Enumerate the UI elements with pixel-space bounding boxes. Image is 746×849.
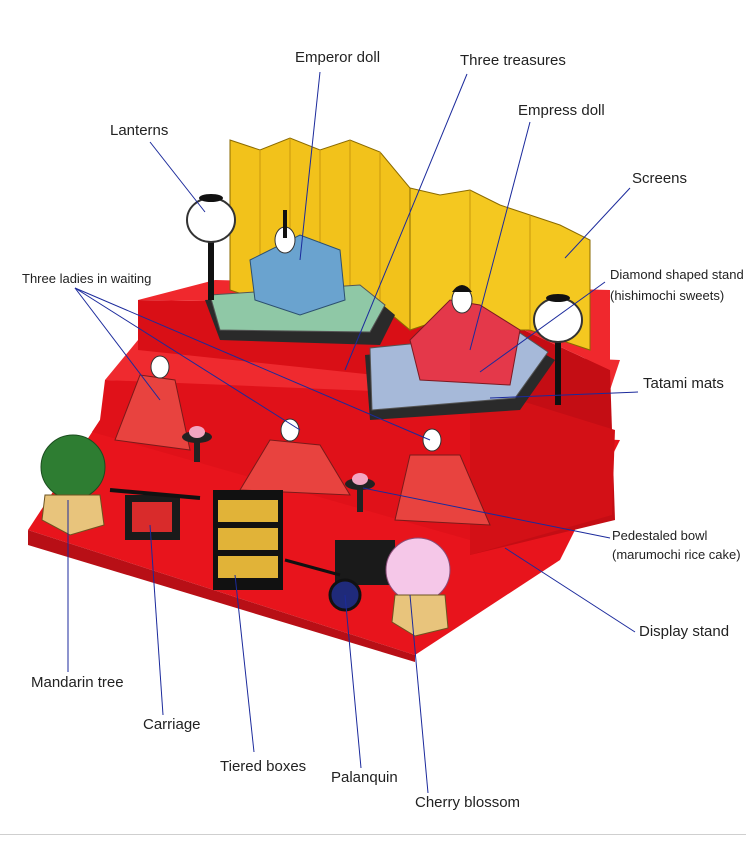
label-display-stand: Display stand [639,623,730,640]
stand-right-lower [470,385,615,555]
label-cherry-blossom: Cherry blossom [415,794,521,811]
label-empress-doll: Empress doll [518,102,605,119]
label-tatami-mats: Tatami mats [643,375,724,392]
label-diamond-stand-2: (hishimochi sweets) [610,288,725,303]
emperor-doll [249,210,346,316]
tiered-boxes [213,490,283,590]
label-pedestaled-bowl-2: (marumochi rice cake) [612,547,741,562]
label-mandarin-tree: Mandarin tree [31,674,124,691]
label-screens: Screens [632,170,688,187]
label-diamond-stand-1: Diamond shaped stand [610,267,744,282]
label-emperor-doll: Emperor doll [295,49,381,66]
label-lanterns: Lanterns [110,122,169,139]
leader-lines [67,71,639,794]
label-tiered-boxes: Tiered boxes [220,758,307,775]
label-pedestaled-bowl-1: Pedestaled bowl [612,528,708,543]
lanterns [186,194,583,405]
bottom-divider [0,834,746,835]
label-three-ladies: Three ladies in waiting [22,271,152,286]
label-carriage: Carriage [143,716,201,733]
bottom-tier-front [28,530,415,662]
pedestaled-bowls [182,426,375,512]
cherry-blossom [385,537,451,637]
empress-doll [409,285,521,386]
three-ladies [114,355,491,526]
label-three-treasures: Three treasures [460,52,566,69]
label-palanquin: Palanquin [331,769,398,786]
mandarin-tree [40,434,106,536]
carriage [109,488,201,540]
